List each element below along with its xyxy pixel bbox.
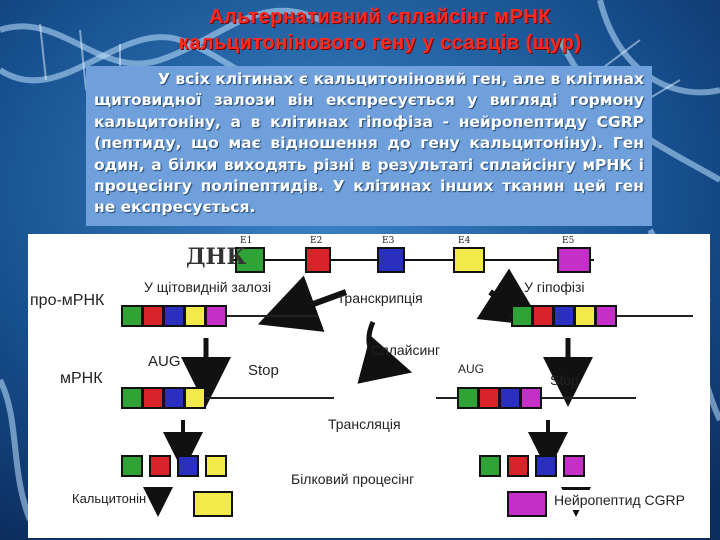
calcitonin-product-box [193, 491, 233, 517]
description-box: У всіх клітинах є кальцитоніновий ген, а… [86, 66, 652, 226]
mrna-left-exon-e4 [184, 387, 206, 409]
splicing-arrow [357, 320, 413, 384]
mrna-left-exon-e2 [142, 387, 164, 409]
dna-exon-label-e3: E3 [382, 236, 395, 246]
dna-exon-label-e4: E4 [458, 236, 471, 246]
splicing-label: Сплайсинг [371, 342, 441, 358]
protein-left-exon-e2 [149, 455, 171, 477]
protein-left-exon-e4 [205, 455, 227, 477]
aug-left-label: AUG [148, 353, 181, 370]
dna-exon-e2 [305, 247, 331, 273]
protein-right-exon-e3 [535, 455, 557, 477]
protein-right-exon-e1 [479, 455, 501, 477]
stop-right-label: Stop [550, 372, 579, 388]
mrna-label: мРНК [60, 370, 103, 387]
dna-label: ДНК [186, 244, 247, 270]
transcription-label: транскрипція [338, 290, 423, 306]
pro-mrna-right [510, 305, 693, 327]
pro-right-exon-e4 [574, 305, 596, 327]
transcription-arrow-left [257, 275, 348, 332]
protein-right-exon-e2 [507, 455, 529, 477]
mrna-left [121, 387, 334, 409]
neuropeptide-label: Нейропептид CGRP [550, 490, 689, 510]
pituitary-label: У гіпофізі [524, 279, 585, 295]
description-text: У всіх клітинах є кальцитоніновий ген, а… [94, 70, 644, 217]
pro-left-exon-e4 [184, 305, 206, 327]
dna-exon-label-e2: E2 [310, 236, 322, 246]
mrna-right-exon-e2 [478, 387, 500, 409]
pro-right-exon-e2 [532, 305, 554, 327]
protein-left-exon-e3 [177, 455, 199, 477]
splicing-diagram: E1 E2 E3 E4 E5 [121, 236, 693, 517]
mrna-right [436, 387, 636, 409]
pro-right-exon-e1 [511, 305, 533, 327]
pro-left-exon-e1 [121, 305, 143, 327]
dna-exon-label-e1: E1 [240, 236, 252, 246]
dna-exon-e3 [377, 247, 405, 273]
protein-processing-label: Білковий процесінг [291, 471, 415, 487]
aug-right-label: AUG [458, 362, 485, 376]
calcitonin-label: Кальцитонін [72, 491, 147, 506]
dna-exon-e1 [235, 247, 265, 273]
protein-right-exon-e5 [563, 455, 585, 477]
pro-mrna-left [121, 305, 318, 327]
pro-right-exon-e5 [595, 305, 617, 327]
mrna-right-exon-e3 [499, 387, 521, 409]
dna-exon-e4 [453, 247, 485, 273]
thyroid-label: У щітовидній залозі [144, 279, 272, 295]
slide-title: Альтернативний сплайсінг мРНК кальцитоні… [120, 4, 640, 56]
pro-mrna-label: про-мРНК [30, 292, 105, 309]
dna-exon-e5 [557, 247, 591, 273]
mrna-left-exon-e1 [121, 387, 143, 409]
slide-title-line1: Альтернативний сплайсінг мРНК [209, 6, 551, 28]
slide-title-line2: кальцитонінового гену у ссавців (щур) [178, 32, 582, 54]
diagram-panel: E1 E2 E3 E4 E5 [28, 234, 710, 538]
dna-exon-label-e5: E5 [562, 236, 575, 246]
translation-label: Трансляція [328, 416, 401, 432]
pro-left-exon-e5 [205, 305, 227, 327]
cgrp-product-box [507, 491, 547, 517]
mrna-left-exon-e3 [163, 387, 185, 409]
pro-left-exon-e3 [163, 305, 185, 327]
stop-left-label: Stop [248, 362, 279, 379]
mrna-right-exon-e1 [457, 387, 479, 409]
protein-left-exon-e1 [121, 455, 143, 477]
mrna-right-exon-e5 [520, 387, 542, 409]
pro-left-exon-e2 [142, 305, 164, 327]
pro-right-exon-e3 [553, 305, 575, 327]
